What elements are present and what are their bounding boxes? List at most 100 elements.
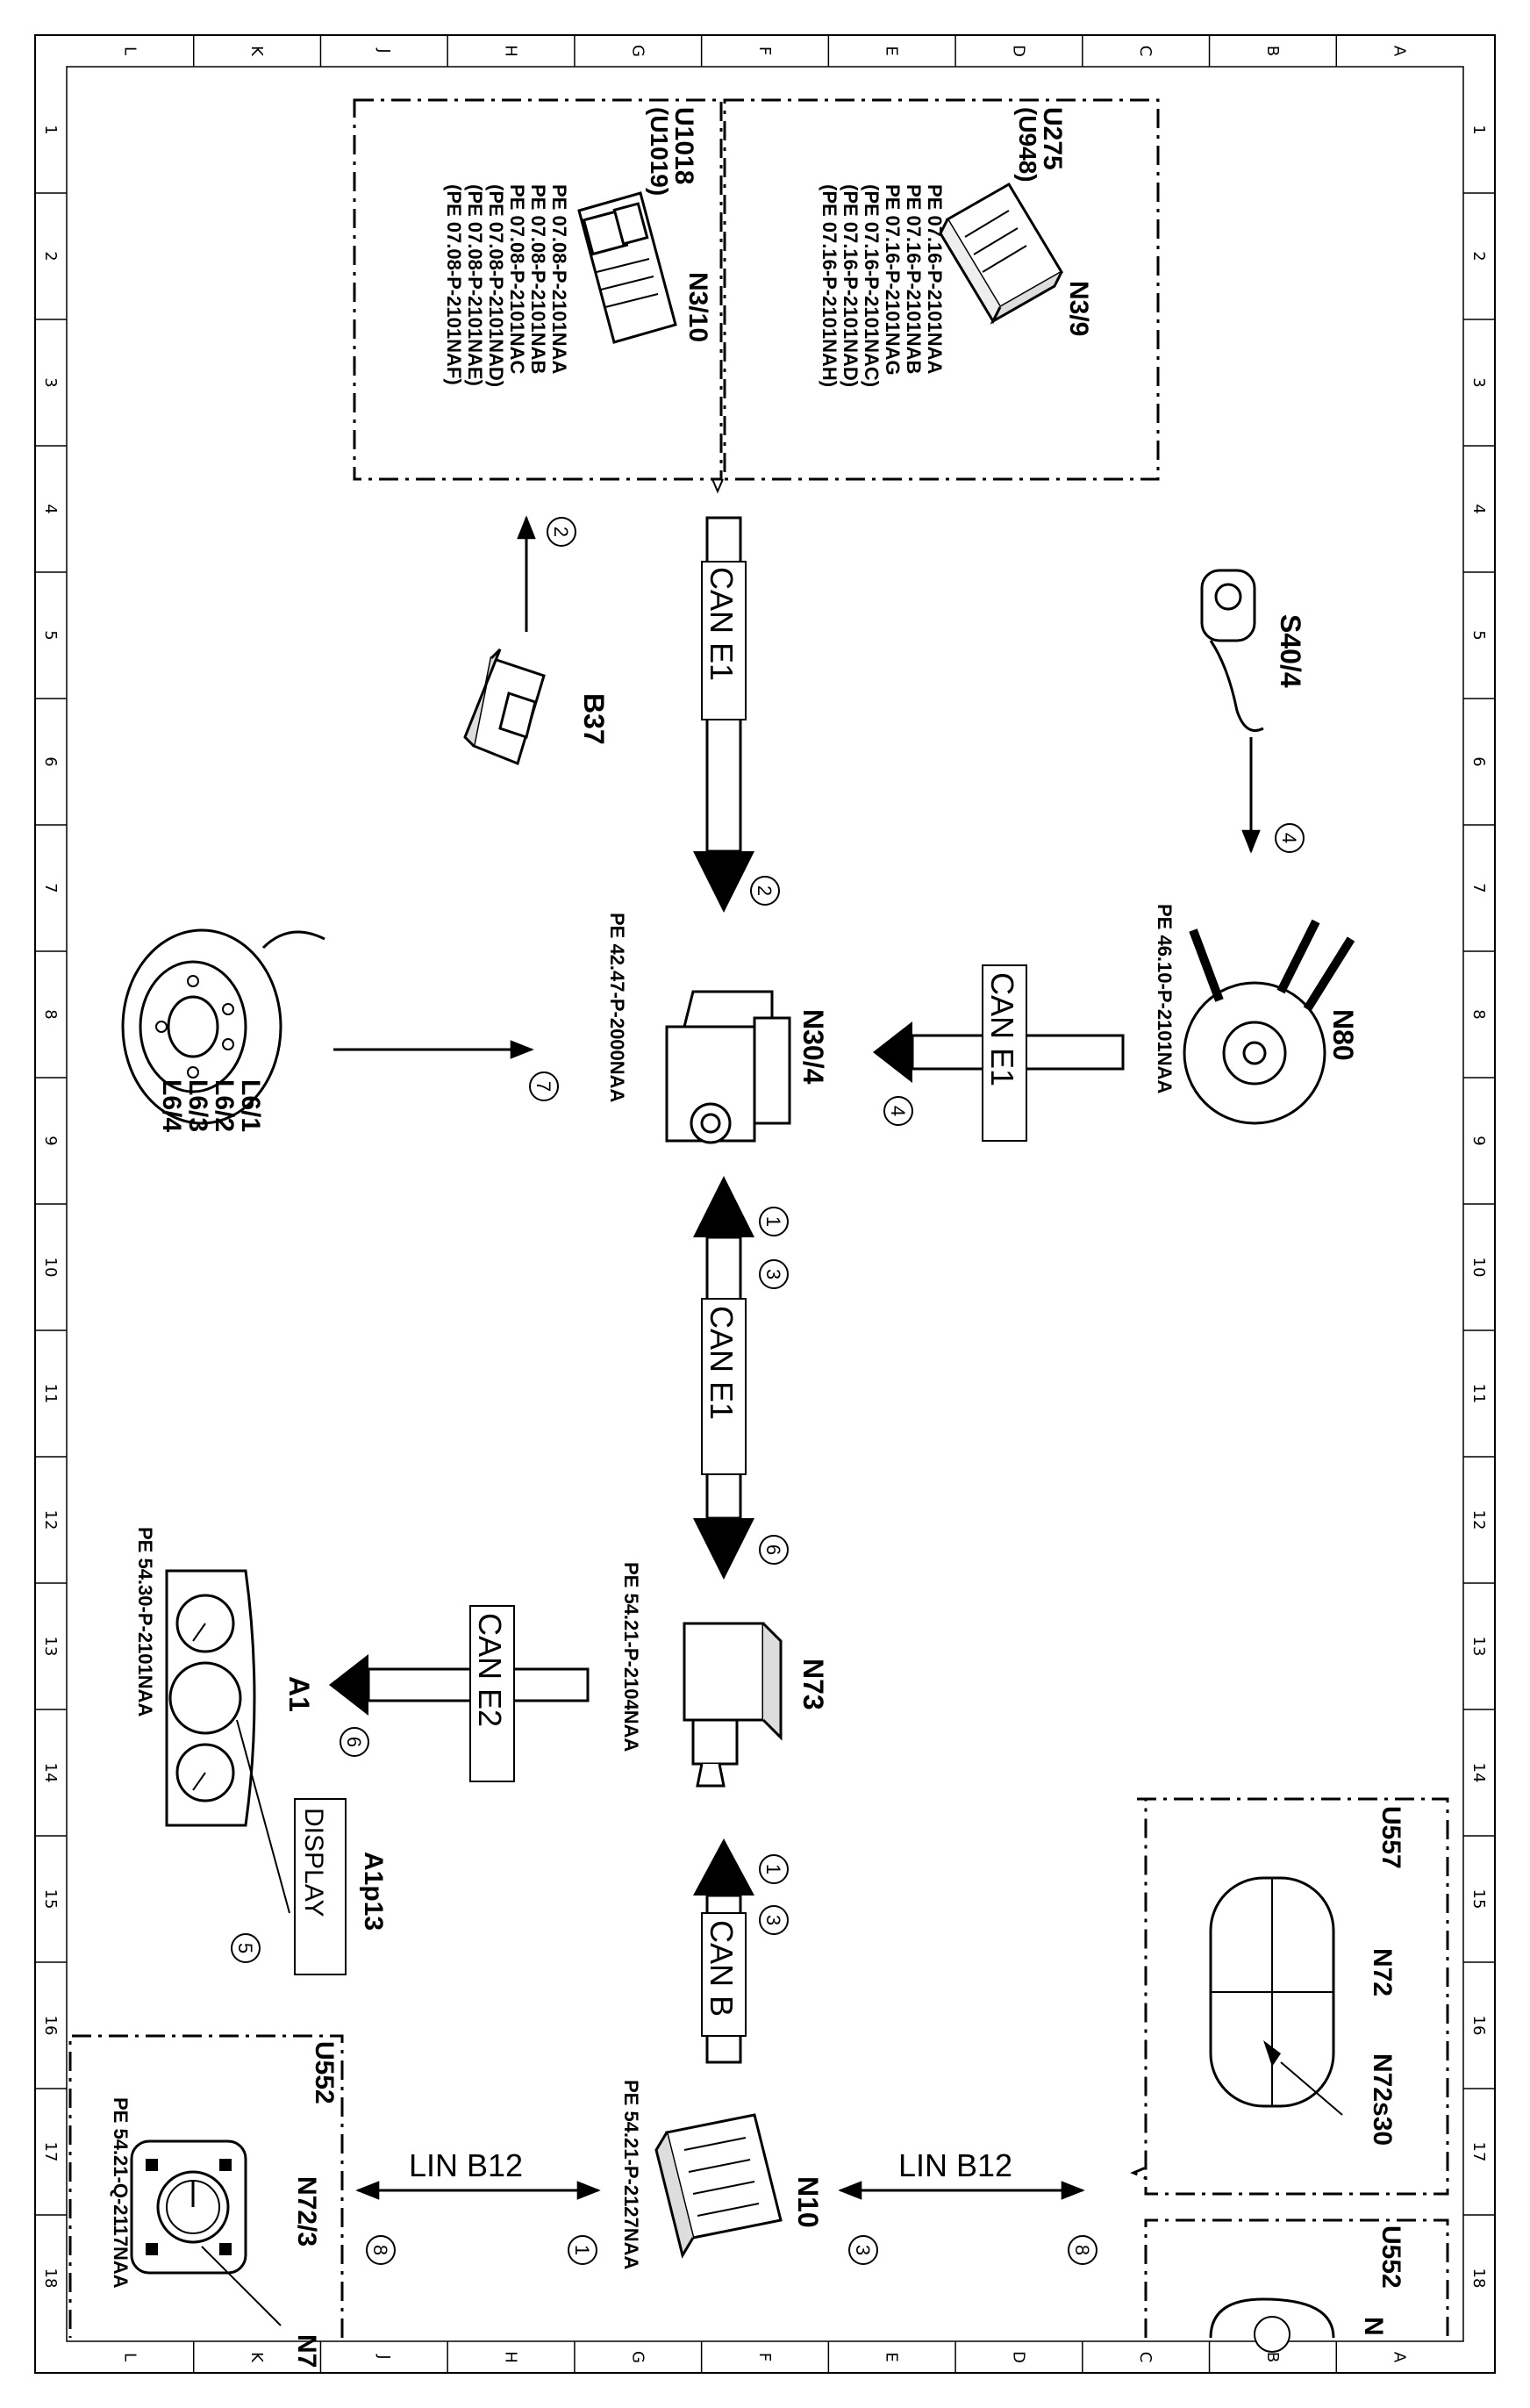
ref-n3-9-2: PE 07.16-P-2101NAB bbox=[903, 184, 925, 374]
component-n3-9-label: N3/9 bbox=[1064, 281, 1093, 336]
component-n30-4-ref: PE 42.47-P-2000NAA bbox=[606, 913, 628, 1103]
steering-column-module-n80-icon bbox=[1183, 919, 1355, 1125]
switch-panel-n72-icon bbox=[1209, 1876, 1335, 2108]
component-n73: N73 PE 54.21-P-2104NAA bbox=[620, 1562, 829, 1788]
grid-column-label: H bbox=[502, 45, 520, 57]
component-n80-ref: PE 46.10-P-2101NAA bbox=[1154, 904, 1176, 1094]
signal-6-e2: 6 bbox=[343, 1737, 365, 1747]
group-u552-right-title: U552 bbox=[1376, 2225, 1405, 2289]
grid-column-label: C bbox=[1136, 46, 1155, 57]
signal-8-left: 8 bbox=[369, 2245, 391, 2255]
component-n73-ref: PE 54.21-P-2104NAA bbox=[620, 1562, 642, 1752]
ref-n3-9-5: (PE 07.16-P-2101NAD) bbox=[840, 184, 862, 387]
grid-column-label: K bbox=[247, 2352, 266, 2363]
bus-lin-b12-left: LIN B12 8 1 bbox=[355, 2147, 601, 2265]
grid-row-label: 12 bbox=[41, 1510, 60, 1530]
grid-row-label: 1 bbox=[1469, 125, 1488, 134]
grid-row-label: 14 bbox=[1469, 1763, 1488, 1783]
bus-can-e1-middle: CAN E1 1 3 6 bbox=[693, 1176, 789, 1580]
component-n72-label: N72 bbox=[1368, 1948, 1397, 1996]
signal-5: 5 bbox=[234, 1943, 256, 1953]
component-n10-label: N10 bbox=[792, 2176, 824, 2228]
ref-n3-9-6: (PE 07.16-P-2101NAH) bbox=[819, 184, 840, 387]
grid-column-label: L bbox=[120, 2353, 139, 2361]
component-b37: B37 2 2 bbox=[463, 515, 780, 906]
group-u557: U557 N72 N72s30 bbox=[1130, 1797, 1449, 2196]
group-u1018-title: U1018 bbox=[669, 107, 698, 184]
signal-1-lin: 1 bbox=[571, 2245, 593, 2255]
component-s40-4-label: S40/4 bbox=[1275, 614, 1306, 688]
grid-row-label: 5 bbox=[41, 630, 60, 640]
signal-3-lower: 3 bbox=[762, 1915, 784, 1925]
grid-row-label: 17 bbox=[1469, 2142, 1488, 2162]
grid-row-label: 3 bbox=[41, 377, 60, 387]
component-n7-label: N7 bbox=[292, 2334, 321, 2368]
grid-column-label: J bbox=[375, 47, 393, 53]
sam-control-unit-n10-icon bbox=[654, 2113, 783, 2259]
grid-column-label: B bbox=[1263, 2352, 1282, 2362]
signal-1-upper: 1 bbox=[762, 1216, 784, 1227]
pedal-sensor-b37-icon bbox=[463, 648, 546, 766]
signal-1-lower: 1 bbox=[762, 1864, 784, 1874]
component-a1-label: A1 bbox=[283, 1676, 315, 1712]
component-n10: N10 PE 54.21-P-2127NAA bbox=[620, 2080, 824, 2270]
esp-control-unit-n30-4-icon bbox=[665, 990, 791, 1144]
control-panel-n72-3-icon bbox=[130, 2139, 247, 2275]
group-u552-right: U552 N bbox=[1144, 2218, 1449, 2353]
group-u552-left-title: U552 bbox=[310, 2041, 339, 2104]
ref-n3-10-2: PE 07.08-P-2101NAB bbox=[527, 184, 549, 374]
grid-row-label: 15 bbox=[1469, 1889, 1488, 1910]
grid-row-label: 2 bbox=[1469, 251, 1488, 261]
ecu-n3-9-icon bbox=[939, 182, 1064, 325]
stalk-switch-s40-4-icon bbox=[1200, 569, 1264, 732]
component-l6-2-label: L6/2 bbox=[210, 1079, 239, 1132]
signal-7: 7 bbox=[533, 1081, 554, 1092]
grid-row-label: 13 bbox=[41, 1637, 60, 1657]
bus-lin-b12-left-label: LIN B12 bbox=[409, 2147, 523, 2183]
component-l6: L6/1 L6/2 L6/3 L6/4 7 bbox=[121, 928, 559, 1132]
grid-column-label: A bbox=[1391, 46, 1409, 57]
grid-column-label: F bbox=[755, 47, 774, 55]
bus-can-e2: CAN E2 6 bbox=[329, 1605, 590, 1782]
bus-can-e1-top-label: CAN E1 bbox=[704, 567, 740, 681]
grid-column-label: G bbox=[628, 2351, 647, 2363]
component-b37-label: B37 bbox=[578, 693, 610, 745]
grid-row-label: 10 bbox=[41, 1258, 60, 1278]
grid-column-label: J bbox=[375, 2354, 393, 2359]
grid-row-label: 15 bbox=[41, 1889, 60, 1910]
grid-column-label: K bbox=[247, 46, 266, 57]
bus-lin-b12-right: LIN B12 3 8 bbox=[838, 2147, 1097, 2265]
grid-row-label: 9 bbox=[41, 1136, 60, 1145]
component-n10-ref: PE 54.21-P-2127NAA bbox=[620, 2080, 642, 2270]
grid-column-label: E bbox=[883, 2352, 901, 2361]
component-n73-label: N73 bbox=[797, 1659, 829, 1710]
component-a1p13-label: A1p13 bbox=[359, 1852, 388, 1931]
grid-column-label: A bbox=[1391, 2352, 1409, 2363]
grid-row-label: 13 bbox=[1469, 1637, 1488, 1657]
grid-row-label: 6 bbox=[1469, 756, 1488, 766]
grid-row-label: 2 bbox=[41, 251, 60, 261]
signal-3-upper: 3 bbox=[762, 1269, 784, 1279]
component-n72-3-label: N72/3 bbox=[292, 2176, 321, 2247]
signal-2-can: 2 bbox=[754, 885, 776, 896]
ref-n3-10-5: (PE 07.08-P-2101NAE) bbox=[464, 184, 486, 386]
component-n80-label: N80 bbox=[1327, 1009, 1359, 1061]
component-n72s30-label: N72s30 bbox=[1368, 2053, 1397, 2146]
grid-column-label: D bbox=[1009, 45, 1027, 57]
signal-4-can: 4 bbox=[887, 1106, 909, 1116]
bus-can-b-label: CAN B bbox=[704, 1920, 740, 2017]
ref-n3-10-1: PE 07.08-P-2101NAA bbox=[548, 184, 570, 375]
grid-row-label: 17 bbox=[41, 2142, 60, 2162]
component-n80: N80 PE 46.10-P-2101NAA bbox=[1154, 904, 1359, 1125]
grid-row-label: 7 bbox=[1469, 883, 1488, 892]
grid-row-label: 7 bbox=[41, 883, 60, 892]
grid-row-label: 3 bbox=[1469, 377, 1488, 387]
signal-3-lin: 3 bbox=[852, 2245, 874, 2255]
component-l6-1-label: L6/1 bbox=[236, 1079, 265, 1132]
grid-row-label: 8 bbox=[41, 1009, 60, 1019]
grid-column-label: E bbox=[883, 46, 901, 55]
ref-n3-9-1: PE 07.16-P-2101NAA bbox=[924, 184, 946, 375]
ignition-switch-n73-icon bbox=[683, 1622, 783, 1788]
grid-row-label: 11 bbox=[41, 1384, 60, 1404]
